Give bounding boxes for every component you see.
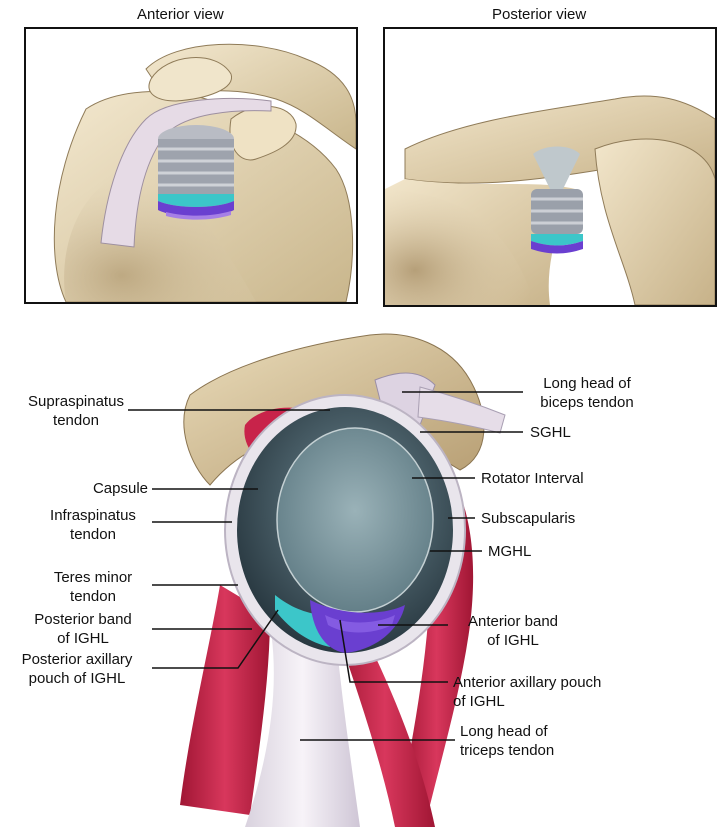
anterior-view-title: Anterior view [137, 6, 224, 23]
anterior-view-panel [24, 27, 358, 304]
label-line: pouch of IGHL [28, 670, 126, 687]
label-long-head-biceps: Long head of biceps tendon [522, 374, 652, 412]
label-supraspinatus-tendon: Supraspinatus tendon [0, 392, 152, 430]
label-line: Teres minor [53, 569, 133, 586]
label-infraspinatus-tendon: Infraspinatus tendon [34, 506, 152, 544]
label-mghl: MGHL [488, 542, 531, 561]
label-line: of IGHL [487, 632, 539, 649]
label-line: SGHL [530, 424, 571, 441]
label-long-head-triceps: Long head of triceps tendon [460, 722, 554, 760]
label-sghl: SGHL [530, 423, 571, 442]
label-line: tendon [70, 588, 116, 605]
label-anterior-axillary-pouch: Anterior axillary pouch of IGHL [453, 673, 601, 711]
label-line: MGHL [488, 543, 532, 560]
label-line: Infraspinatus [50, 507, 136, 524]
posterior-view-illustration [385, 29, 715, 305]
label-line: Anterior band [467, 613, 559, 630]
label-line: triceps tendon [460, 742, 555, 759]
label-line: of IGHL [57, 630, 109, 647]
label-line: Long head of [460, 723, 548, 740]
label-line: tendon [53, 412, 99, 429]
leader-anterior-pouch [339, 619, 448, 683]
label-capsule: Capsule [0, 479, 148, 498]
posterior-view-panel [383, 27, 717, 307]
label-anterior-band-ighl: Anterior band of IGHL [448, 612, 578, 650]
label-teres-minor-tendon: Teres minor tendon [34, 568, 152, 606]
anterior-view-illustration [26, 29, 356, 302]
label-line: Rotator Interval [481, 470, 584, 487]
leader-posterior-pouch [152, 609, 279, 669]
label-line: Posterior axillary [21, 651, 133, 668]
label-line: of IGHL [453, 693, 505, 710]
label-line: tendon [70, 526, 116, 543]
label-line: biceps tendon [540, 394, 634, 411]
label-line: Long head of [543, 375, 631, 392]
label-line: Supraspinatus [28, 393, 124, 410]
label-subscapularis: Subscapularis [481, 509, 575, 528]
label-posterior-axillary-pouch: Posterior axillary pouch of IGHL [2, 650, 152, 688]
label-line: Subscapularis [481, 510, 576, 527]
label-rotator-interval: Rotator Interval [481, 469, 584, 488]
label-line: Capsule [92, 480, 148, 497]
label-posterior-band-ighl: Posterior band of IGHL [14, 610, 152, 648]
posterior-view-title: Posterior view [492, 6, 587, 23]
label-line: Posterior band [34, 611, 132, 628]
label-line: Anterior axillary pouch [453, 674, 602, 691]
glenoid-lateral-view-illustration [180, 333, 506, 827]
